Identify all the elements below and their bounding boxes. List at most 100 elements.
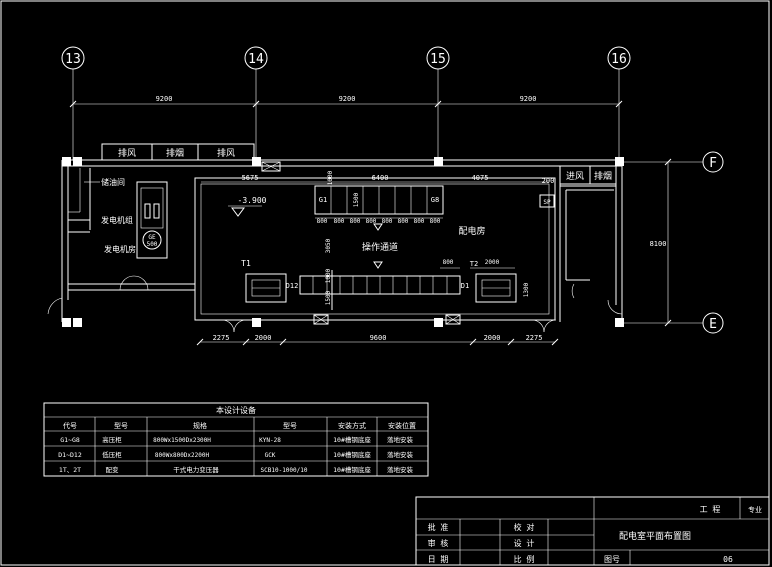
dim-right-8100: 8100: [650, 240, 667, 248]
th-position: 安装位置: [388, 421, 416, 430]
vent-exhaust-2: 排风: [217, 147, 235, 159]
label-d12: D12: [286, 282, 299, 290]
cab-w-8: 800: [430, 218, 441, 225]
svg-text:500: 500: [147, 241, 158, 248]
td-r3-c2: 配变: [106, 465, 120, 474]
vent-smoke-2: 排烟: [594, 170, 612, 182]
operation-label: 操作通道: [362, 241, 398, 253]
dim-1000: 1000: [327, 170, 334, 185]
dim-inner-6400: 6400: [372, 174, 389, 182]
dim-1000b: 1000: [325, 268, 332, 283]
axis-16-label: 16: [611, 52, 627, 67]
td-r2-c2: 低压柜: [102, 450, 122, 459]
vent-smoke-1: 排烟: [166, 147, 184, 159]
dim-right: 8100: [650, 158, 672, 327]
td-r2-c3: 800Wx800Dx2200H: [155, 452, 210, 459]
td-r2-c1: D1~D12: [58, 451, 82, 459]
tb-drawing-no-label: 图号: [604, 555, 620, 564]
equipment-table: 本设计设备 代号 型号 规格 型号 安装方式 安装位置 G1~G8 高压柜 80…: [43, 402, 429, 477]
generator-room: 储油间 发电机组 发电机房 GE 500: [47, 177, 168, 316]
cab-w-2: 800: [334, 218, 345, 225]
title-block: 工 程 专业 批 准 校 对 审 核 设 计 日 期 比 例 配电室平面布置图 …: [415, 496, 770, 566]
dim-inner-4075: 4075: [472, 174, 489, 182]
tb-review: 校 对: [514, 522, 535, 532]
tb-date: 日 期: [428, 555, 449, 564]
transformer-t2: [475, 273, 517, 303]
distribution-room-label: 配电房: [458, 225, 485, 237]
td-r1-c3: 800Wx1500Dx2300H: [153, 437, 211, 444]
cab-w-7: 800: [414, 218, 425, 225]
dim-bottom-4: 2000: [484, 334, 501, 342]
label-t1: T1: [241, 259, 251, 268]
th-type: 型号: [114, 421, 128, 430]
th-install: 安装方式: [338, 421, 366, 430]
dim-bottom-1: 2275: [213, 334, 230, 342]
td-r3-c5: 10#槽钢底座: [333, 465, 371, 474]
tb-stage: 专业: [748, 505, 762, 514]
dim-800: 800: [443, 259, 454, 266]
dim-3050: 3050: [325, 238, 332, 253]
axis-leaders: [72, 69, 703, 324]
label-t2: T2: [470, 260, 478, 268]
td-r3-c4: SCB10-1000/10: [261, 467, 308, 474]
building-walls: [61, 159, 623, 324]
td-r1-c6: 落地安装: [387, 435, 414, 444]
td-r1-c2: 高压柜: [102, 435, 122, 444]
axis-bubbles-side: F E: [702, 151, 724, 334]
dim-top-2: 9200: [339, 95, 356, 103]
td-r3-c3: 干式电力变压器: [173, 465, 219, 474]
dim-bottom: 2275 2000 9600 2000 2275: [196, 334, 559, 346]
transformer-t1: [245, 273, 287, 303]
columns: [62, 157, 624, 327]
td-r1-c1: G1~G8: [60, 436, 80, 444]
td-r1-c4: KYN-28: [259, 437, 281, 444]
axis-14-label: 14: [248, 52, 264, 67]
td-r3-c6: 落地安装: [387, 465, 414, 474]
gen-room-label: 发电机房: [104, 244, 136, 254]
dim-top-3: 9200: [520, 95, 537, 103]
cab-w-3: 800: [350, 218, 361, 225]
label-sp: SP: [543, 199, 551, 206]
vent-intake: 进风: [566, 171, 584, 182]
generator-set: [136, 181, 168, 259]
cab-w-6: 800: [398, 218, 409, 225]
th-code: 代号: [63, 421, 77, 430]
table-title: 本设计设备: [216, 405, 256, 415]
dim-top: 9200 9200 9200: [69, 95, 623, 108]
gen-unit-label: 发电机组: [101, 215, 133, 225]
axis-15-label: 15: [430, 52, 446, 67]
tb-design: 设 计: [514, 538, 535, 548]
label-g1: G1: [319, 196, 327, 204]
th-spec: 规格: [193, 421, 207, 430]
oil-room-label: 储油间: [101, 177, 125, 187]
axis-E-label: E: [709, 317, 717, 332]
label-g8: G8: [431, 196, 439, 204]
dim-1300: 1300: [523, 282, 530, 297]
dim-1500: 1500: [353, 192, 360, 207]
dim-inner-200: 200: [542, 177, 555, 185]
level-mark: -3.900: [238, 196, 267, 205]
label-d1: D1: [461, 282, 469, 290]
th-model: 型号: [283, 421, 297, 430]
tb-project: 工 程: [700, 505, 721, 514]
axis-13-label: 13: [65, 52, 81, 67]
cab-w-1: 800: [317, 218, 328, 225]
dim-1500b: 1500: [325, 290, 332, 305]
td-r2-c5: 10#槽钢底座: [333, 450, 371, 459]
tb-check: 审 核: [428, 538, 449, 548]
dim-bottom-3: 9600: [370, 334, 387, 342]
dim-bottom-2: 2000: [255, 334, 272, 342]
dim-inner-5675: 5675: [242, 174, 259, 182]
axis-F-label: F: [709, 156, 717, 171]
svg-text:GE: GE: [148, 234, 156, 241]
vent-shafts: 排风 排烟 排风 进风 排烟: [101, 143, 617, 185]
td-r1-c5: 10#槽钢底座: [333, 435, 371, 444]
td-r2-c6: 落地安装: [387, 450, 414, 459]
cab-w-5: 800: [382, 218, 393, 225]
td-r2-c4: GCK: [265, 452, 276, 459]
dim-2000-top: 2000: [485, 259, 500, 266]
tb-drawing-no: 06: [723, 555, 733, 564]
tb-scale: 比 例: [514, 554, 535, 564]
